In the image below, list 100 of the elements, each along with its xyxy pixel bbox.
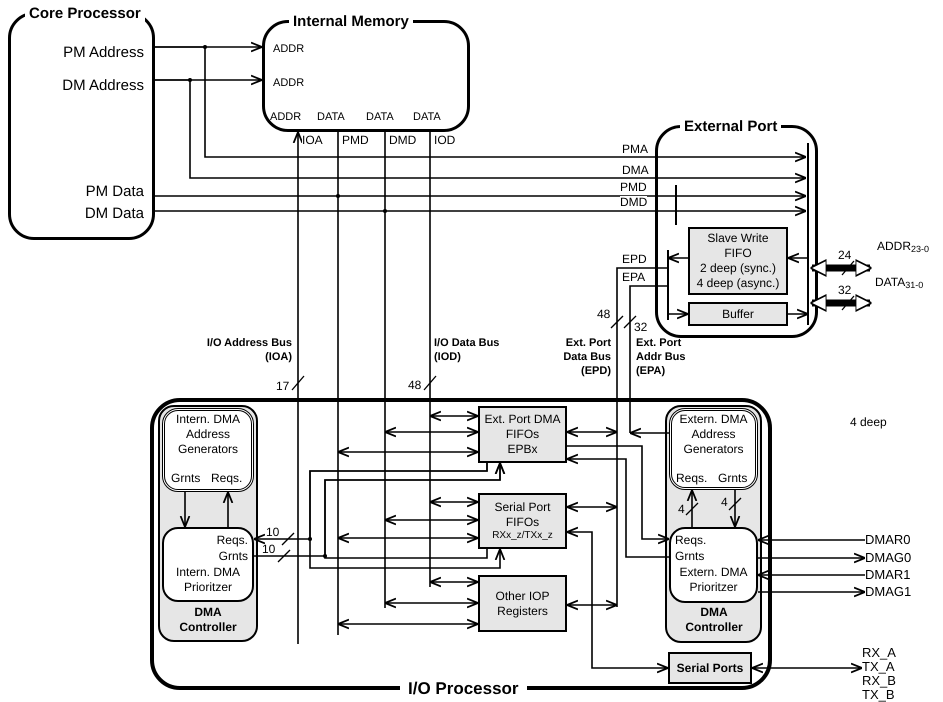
controller-panel <box>158 405 258 642</box>
connector <box>337 618 479 630</box>
port-label: Reqs. <box>676 470 708 487</box>
process-box <box>688 302 788 326</box>
port-label: ADDR <box>270 110 302 125</box>
signal-label: RX_B <box>862 674 896 688</box>
controller-panel <box>665 405 762 643</box>
connector <box>667 252 688 264</box>
connector <box>222 491 234 527</box>
bus-width-label: 48 <box>597 306 610 323</box>
unit-box <box>669 408 758 490</box>
connector <box>757 534 865 546</box>
connector <box>384 132 386 608</box>
bus-width-label: 4 <box>678 501 685 518</box>
unit-box <box>162 527 254 602</box>
block-title: DMA Controller <box>684 605 744 635</box>
unit-box <box>669 527 758 603</box>
box-label: RXx_z/TXx_z <box>492 530 553 542</box>
connector <box>566 454 669 558</box>
connector <box>629 285 668 433</box>
connector <box>757 570 865 580</box>
bus-width-label: 32 <box>838 282 852 299</box>
connector <box>309 463 506 569</box>
edge-label: PMA <box>622 143 648 156</box>
bus-width-label: 10 <box>266 524 280 541</box>
box-label: Intern. DMA Address Generators <box>174 412 242 457</box>
connector <box>180 492 190 528</box>
box-label: Buffer <box>722 306 754 322</box>
connector <box>751 662 863 674</box>
edge-label: IOD <box>434 134 456 147</box>
connector <box>155 190 807 202</box>
signal-label: DMAR1 <box>865 567 911 583</box>
box-label: EPBx <box>507 442 538 457</box>
edge-label: ADDR$_{23-0}$ <box>877 240 930 253</box>
edge-label: EPA <box>622 271 646 284</box>
connector <box>384 426 479 438</box>
box-label: Extern. DMA Prioritzer <box>678 565 748 595</box>
edge-label: DMD <box>389 134 416 147</box>
bus-arrow <box>810 259 872 277</box>
bus-width-label: 4 <box>721 494 728 511</box>
process-box <box>478 493 567 549</box>
box-label: Slave Write FIFO <box>706 231 770 261</box>
connector <box>758 586 866 598</box>
connector <box>616 267 668 607</box>
port-label: ADDR <box>273 76 304 91</box>
connector <box>566 600 618 610</box>
connector <box>337 132 339 635</box>
edge-label: PMD <box>620 181 647 194</box>
port-label: ADDR <box>273 42 304 57</box>
process-box <box>668 652 752 684</box>
connector <box>429 132 431 587</box>
signal-label: DMAG1 <box>865 584 912 600</box>
connector <box>429 576 479 588</box>
port-label: Reqs. <box>675 532 706 549</box>
connector <box>668 308 689 320</box>
port-label: DM Address <box>61 76 144 96</box>
bus-width-label: 32 <box>634 319 648 336</box>
port-label: Grnts <box>675 548 704 565</box>
process-box <box>478 406 567 463</box>
box-label: Serial Ports <box>676 660 744 676</box>
edge-label: DMD <box>620 196 648 209</box>
signal-label: DMAR0 <box>865 532 911 548</box>
unit-box <box>162 408 254 492</box>
connector <box>337 446 479 458</box>
note-text: 4 deep <box>850 414 887 431</box>
connector <box>429 496 479 508</box>
connector <box>788 308 809 320</box>
bus-title: I/O Data Bus (IOD) <box>434 336 500 364</box>
box-label: Ext. Port DMA FIFOs <box>483 412 562 442</box>
bus-width-label: 24 <box>838 247 852 264</box>
box-label: 2 deep (sync.) <box>700 261 776 276</box>
port-label: Grnts <box>218 548 248 565</box>
connector <box>324 462 506 559</box>
connector <box>686 489 698 527</box>
port-label: DATA <box>366 110 394 125</box>
edge-label: IOA <box>302 134 323 147</box>
bus-width-label: 17 <box>276 378 290 395</box>
port-label: Grnts <box>171 470 200 487</box>
connector <box>337 532 479 544</box>
connector <box>787 252 808 264</box>
block-title: DMA Controller <box>178 605 238 635</box>
box-label: Other IOP Registers <box>494 588 551 618</box>
box-label: 4 deep (async.) <box>696 276 780 291</box>
connector <box>155 79 807 184</box>
connector <box>155 46 807 162</box>
connector <box>758 552 866 564</box>
bus-title: I/O Address Bus (IOA) <box>206 336 292 364</box>
bus-width-label: 48 <box>408 377 422 394</box>
box-label: Extern. DMA Address Generators <box>678 412 748 457</box>
port-label: PM Address <box>62 43 144 63</box>
connector <box>384 598 479 608</box>
connector <box>429 410 479 422</box>
bus-title: Ext. Port Data Bus (EPD) <box>562 336 611 378</box>
connector <box>566 526 669 674</box>
port-label: Reqs. <box>211 470 242 487</box>
process-box <box>688 227 788 295</box>
connector <box>629 428 669 438</box>
box-label: Serial Port FIFOs <box>493 500 552 530</box>
connector <box>566 502 618 512</box>
port-label: Reqs. <box>216 532 248 549</box>
